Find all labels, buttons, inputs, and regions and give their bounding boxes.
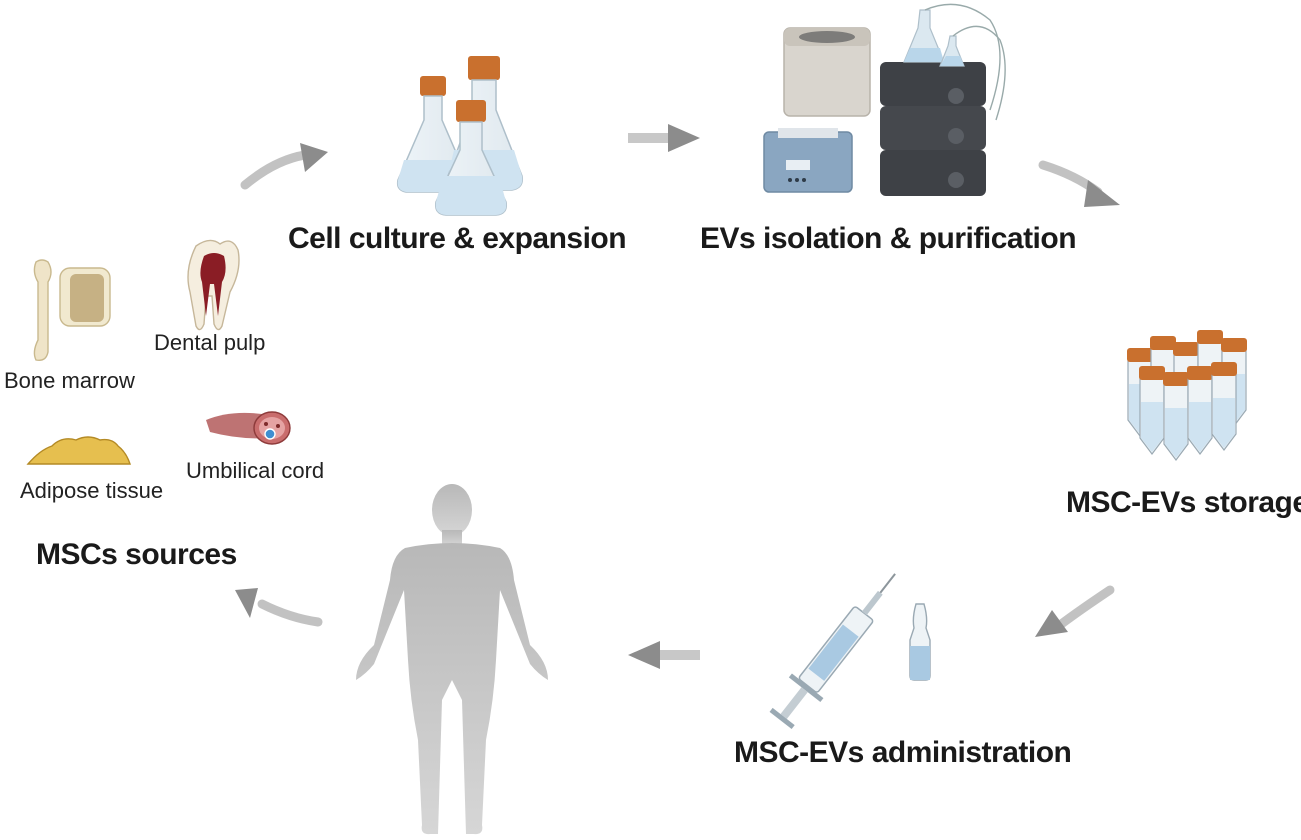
sources-title: MSCs sources	[36, 538, 237, 571]
arrow-human-to-sources	[235, 588, 323, 627]
umbilical-cord-icon	[206, 411, 291, 445]
isolation-title: EVs isolation & purification	[700, 222, 1077, 255]
umbilical-cord-label: Umbilical cord	[186, 458, 325, 483]
storage-tube-icon	[1139, 366, 1165, 455]
culture-title: Cell culture & expansion	[288, 222, 627, 255]
arrow-sources-to-culture	[240, 143, 328, 190]
human-silhouette-icon	[356, 484, 548, 835]
dental-pulp-label: Dental pulp	[154, 330, 266, 355]
tooth-icon	[187, 239, 240, 331]
storage-title: MSC-EVs storage	[1066, 486, 1301, 519]
arrow-administration-to-human	[628, 641, 700, 669]
culture-flasks-icon	[396, 56, 524, 216]
arrow-culture-to-isolation	[628, 124, 700, 152]
syringe-icon	[769, 573, 896, 730]
storage-tubes-icon	[1127, 330, 1247, 461]
arrow-storage-to-administration	[1035, 585, 1115, 637]
administration-title: MSC-EVs administration	[734, 736, 1072, 769]
centrifuge-icon	[783, 27, 871, 117]
storage-tube-icon	[1163, 372, 1189, 461]
arrow-isolation-to-storage	[1038, 160, 1120, 207]
chromatography-system-icon	[880, 3, 1006, 196]
heat-block-icon	[763, 128, 853, 193]
ampoule-icon	[909, 603, 931, 681]
adipose-tissue-icon	[26, 436, 131, 465]
bone-marrow-icon	[33, 259, 111, 362]
adipose-tissue-label: Adipose tissue	[20, 478, 164, 503]
storage-tube-icon	[1187, 366, 1213, 455]
storage-tube-icon	[1211, 362, 1237, 451]
bone-marrow-label: Bone marrow	[4, 368, 135, 393]
